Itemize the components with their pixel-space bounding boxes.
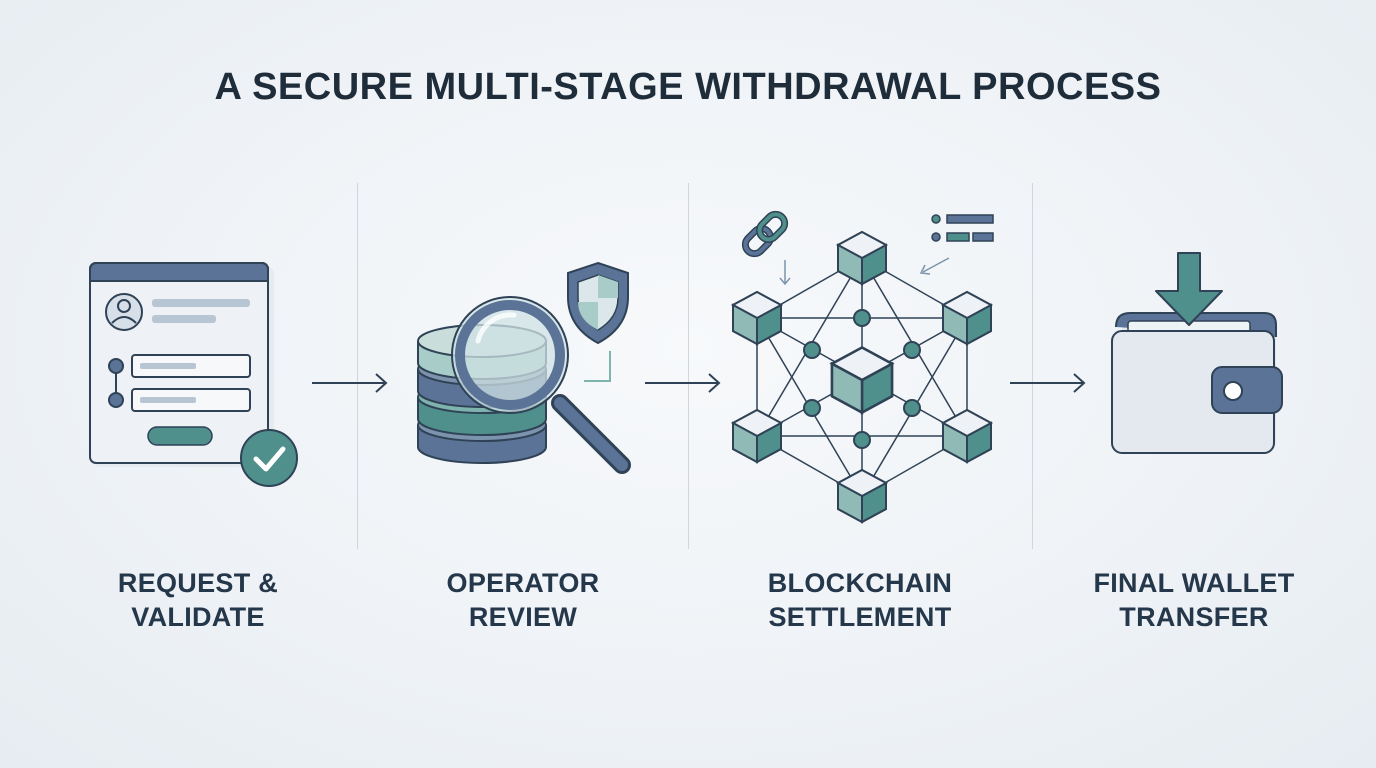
database-review-icon: [417, 261, 631, 474]
form-validate-icon: [89, 262, 298, 487]
step-label-line: OPERATOR: [446, 568, 600, 598]
wallet-transfer-icon: [1111, 252, 1283, 454]
step-label-final-wallet-transfer: FINAL WALLET TRANSFER: [1044, 566, 1344, 634]
step-label-line: REQUEST &: [117, 568, 279, 598]
step-label-line: VALIDATE: [131, 602, 265, 632]
divider: [1032, 183, 1033, 549]
step-label-operator-review: OPERATOR REVIEW: [373, 566, 673, 634]
flow-arrow-icon: [645, 373, 721, 393]
divider: [357, 183, 358, 549]
step-label-line: SETTLEMENT: [768, 602, 952, 632]
step-label-line: FINAL WALLET: [1093, 568, 1295, 598]
divider: [688, 183, 689, 549]
step-label-request-validate: REQUEST & VALIDATE: [48, 566, 348, 634]
page-title: A SECURE MULTI-STAGE WITHDRAWAL PROCESS: [214, 66, 1162, 108]
step-label-line: TRANSFER: [1119, 602, 1269, 632]
step-label-blockchain-settlement: BLOCKCHAIN SETTLEMENT: [710, 566, 1010, 634]
blockchain-network-icon: [732, 210, 994, 523]
flow-arrow-icon: [312, 373, 388, 393]
flow-arrow-icon: [1010, 373, 1086, 393]
step-label-line: BLOCKCHAIN: [767, 568, 953, 598]
step-label-line: REVIEW: [468, 602, 578, 632]
